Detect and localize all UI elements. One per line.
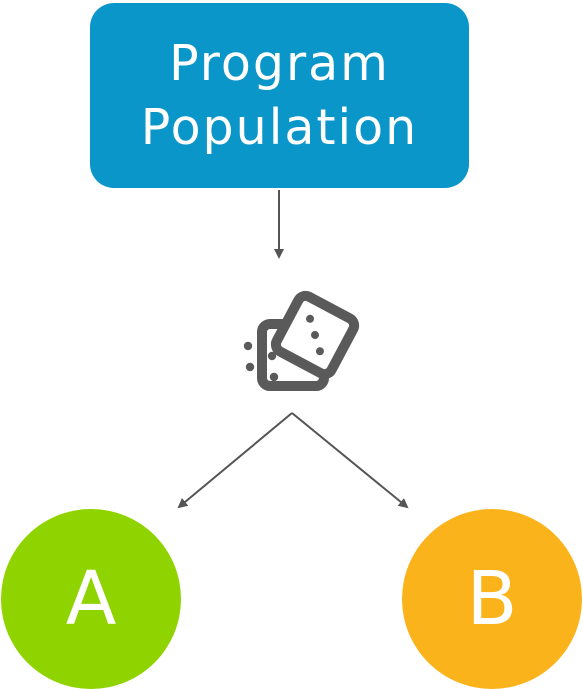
group-a-circle: A bbox=[1, 509, 181, 689]
group-b-circle: B bbox=[402, 509, 582, 689]
group-a-label: A bbox=[65, 556, 117, 642]
program-population-line1: Program bbox=[169, 34, 390, 92]
dice-icon bbox=[243, 290, 360, 391]
arrow-dice-to-b bbox=[291, 412, 409, 509]
program-population-box: Program Population bbox=[90, 3, 469, 188]
arrow-dice-to-a bbox=[177, 412, 293, 509]
group-b-label: B bbox=[466, 556, 518, 642]
program-population-line2: Population bbox=[140, 98, 419, 156]
